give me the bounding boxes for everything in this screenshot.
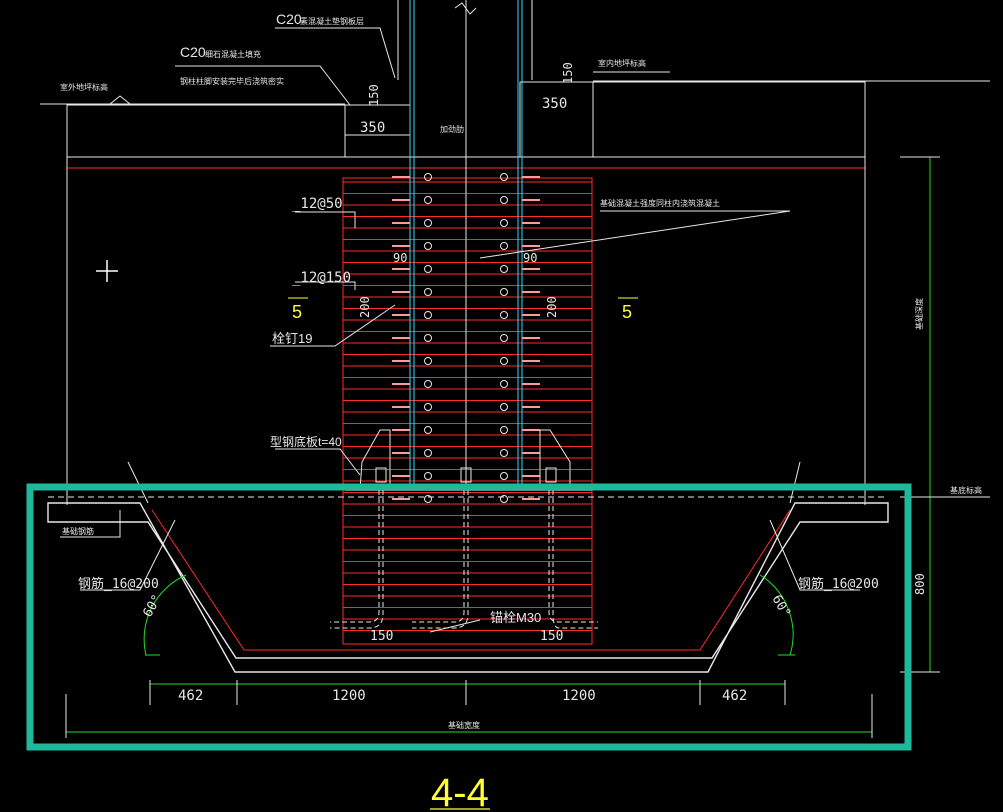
label-anchor: 锚栓M30 — [490, 610, 541, 625]
bolt-circle-right — [500, 426, 508, 434]
bolt-circle-right — [500, 403, 508, 411]
bolt-circle-right — [500, 288, 508, 296]
dim-bottom-462-right: 462 — [722, 688, 747, 704]
label-c20-top-note: 素混凝土垫钢板层 — [300, 16, 364, 26]
bolt-circle-left — [424, 288, 432, 296]
bolt-circle-left — [424, 265, 432, 273]
angle-left: 60° — [140, 592, 165, 620]
label-c20-top: C20 — [276, 11, 302, 27]
dim-200-right: 200 — [545, 296, 559, 318]
bolt-circle-right — [500, 495, 508, 503]
bolt-circle-left — [424, 380, 432, 388]
label-rebar-top: _12@50 — [292, 196, 343, 212]
label-c20-second-note: 细石混凝土填充 — [205, 49, 261, 59]
label-bar-left: 钢筋_16@200 — [78, 576, 159, 592]
bolt-circle-right — [500, 449, 508, 457]
highlight-box[interactable] — [26, 483, 912, 751]
bolt-circle-left — [424, 311, 432, 319]
bolt-circle-left — [424, 334, 432, 342]
concrete-infill-right — [519, 81, 594, 158]
bolt-circle-left — [424, 426, 432, 434]
dim-350-right: 350 — [542, 96, 567, 112]
bolt-head-middle — [460, 467, 472, 483]
bolt-circle-left — [424, 219, 432, 227]
bolt-circle-right — [500, 219, 508, 227]
bolt-circle-left — [424, 242, 432, 250]
rebar-cage — [342, 177, 593, 645]
dim-150-bottom-right: 150 — [540, 629, 563, 644]
rebar-cage-outline — [342, 177, 593, 645]
bolt-circle-left — [424, 357, 432, 365]
bolt-circle-right — [500, 311, 508, 319]
bolt-circle-right — [500, 196, 508, 204]
dim-90-left: 90 — [393, 251, 407, 265]
dim-bottom-462-left: 462 — [178, 688, 203, 704]
label-bottom-elev: 基底标高 — [950, 485, 982, 495]
label-c20-second: C20 — [180, 44, 206, 60]
anchor-bolts — [330, 467, 598, 629]
bolt-circle-left — [424, 196, 432, 204]
angle-right: 60° — [769, 593, 794, 621]
label-foundation-width: 基础宽度 — [448, 720, 480, 730]
ground-fill-right — [592, 81, 866, 158]
label-grade-right: 室内地坪标高 — [598, 58, 646, 68]
foundation-section — [47, 461, 889, 673]
label-stud: 栓钉19 — [272, 331, 312, 346]
section-title: 4-4 — [431, 771, 489, 812]
dim-150-bottom-left: 150 — [370, 629, 393, 644]
bolt-circle-left — [424, 495, 432, 503]
section-mark-left: 5 — [292, 302, 302, 322]
label-grade-left: 室外地坪标高 — [60, 82, 108, 92]
dim-350-left: 350 — [360, 120, 385, 136]
section-mark-right: 5 — [622, 302, 632, 322]
bottom-dimension-lines — [65, 156, 990, 738]
bolt-circle-left — [424, 449, 432, 457]
dim-800: 800 — [913, 573, 927, 595]
bolt-circle-right — [500, 242, 508, 250]
dim-90-right: 90 — [523, 251, 537, 265]
shear-studs — [392, 173, 540, 503]
bolt-circle-left — [424, 173, 432, 181]
label-foundation-rebar: 基础钢筋 — [62, 526, 94, 536]
steel-column — [397, 0, 533, 490]
label-bar-right: 钢筋_16@200 — [798, 576, 879, 592]
label-steel-note: 钢柱柱脚安装完毕后浇筑密实 — [180, 76, 284, 86]
angle-arcs — [143, 574, 795, 656]
ground-fill-left — [66, 104, 346, 158]
label-rebar-mid: _12@150 — [292, 270, 351, 286]
dim-bottom-1200-left: 1200 — [332, 688, 366, 704]
bolt-circle-left — [424, 403, 432, 411]
bolt-circle-right — [500, 357, 508, 365]
leader-lines — [40, 27, 860, 633]
dim-150-right: 150 — [561, 62, 575, 84]
bolt-circle-right — [500, 380, 508, 388]
dim-150-left: 150 — [367, 84, 381, 106]
dim-200-left: 200 — [358, 296, 372, 318]
crosshair-cursor-icon — [96, 260, 118, 282]
slab-lines — [40, 80, 990, 505]
bolt-head-left — [375, 467, 387, 483]
bolt-circle-right — [500, 265, 508, 273]
bolt-head-right — [545, 467, 557, 483]
label-concrete-note: 基础混凝土强度同柱内浇筑混凝土 — [600, 198, 720, 208]
bolt-circle-right — [500, 334, 508, 342]
bolt-circle-left — [424, 472, 432, 480]
label-base-plate: 型钢底板t=40 — [270, 434, 342, 449]
dim-bottom-1200-right: 1200 — [562, 688, 596, 704]
bolt-circle-right — [500, 173, 508, 181]
bolt-circle-right — [500, 472, 508, 480]
label-foundation-depth: 基础深度 — [914, 298, 924, 330]
label-stiffener: 加劲肋 — [440, 124, 464, 134]
